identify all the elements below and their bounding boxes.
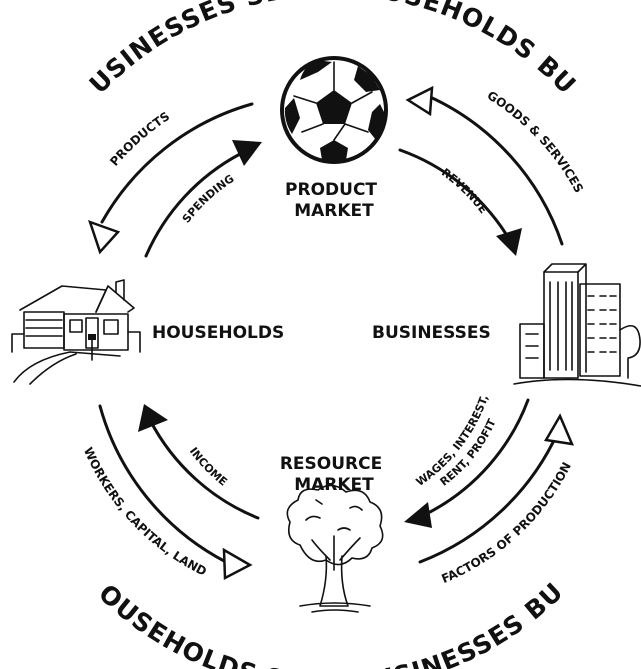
factors-of-production-label: FACTORS OF PRODUCTION	[439, 460, 574, 586]
product-market-label: PRODUCT MARKET	[285, 180, 383, 221]
revenue-arrow	[398, 148, 508, 236]
revenue-arrowhead	[496, 228, 522, 256]
products-arrow	[100, 102, 254, 224]
factors-arrowhead	[543, 413, 575, 446]
goods-services-label: GOODS & SERVICES	[485, 88, 586, 195]
tree-icon	[286, 484, 384, 613]
products-label: PRODUCTS	[107, 109, 172, 169]
soccer-ball-icon	[280, 56, 388, 164]
income-label: INCOME	[187, 445, 230, 489]
products-arrowhead	[88, 219, 121, 255]
outer-arcs	[88, 85, 575, 581]
resource-market-label: RESOURCE MARKET	[280, 454, 388, 495]
workers-arrow	[98, 404, 228, 564]
house-icon	[11, 279, 141, 385]
workers-capital-land-label: WORKERS, CAPITAL, LAND	[81, 445, 209, 579]
spending-label: SPENDING	[180, 172, 237, 225]
goods-services-arrow	[426, 94, 564, 246]
income-arrow	[148, 418, 260, 520]
wages-arrow	[428, 398, 530, 514]
workers-arrowhead	[222, 547, 253, 581]
revenue-label: REVENUE	[439, 166, 490, 216]
office-buildings-icon	[513, 263, 641, 387]
spending-arrowhead	[232, 140, 262, 166]
businesses-label: BUSINESSES	[372, 323, 491, 343]
wages-arrowhead	[404, 502, 432, 528]
households-label: HOUSEHOLDS	[152, 323, 284, 343]
inner-arcs	[138, 140, 530, 528]
spending-arrow	[144, 152, 242, 258]
factors-arrow	[418, 430, 560, 564]
goods-services-arrowhead	[405, 85, 434, 117]
income-arrowhead	[138, 404, 168, 432]
